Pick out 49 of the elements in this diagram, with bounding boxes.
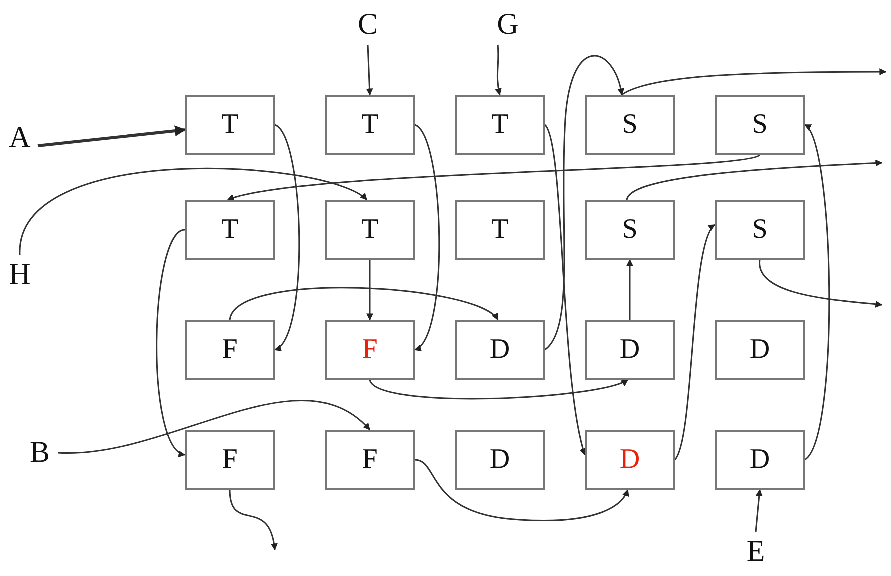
arrow (274, 124, 300, 351)
state-box: F (325, 320, 415, 380)
input-label: E (738, 532, 774, 572)
state-box: T (325, 95, 415, 155)
state-box: T (325, 200, 415, 260)
state-box: T (455, 95, 545, 155)
arrow (804, 124, 830, 460)
arrow (495, 44, 502, 96)
state-box: S (715, 200, 805, 260)
state-box: T (185, 200, 275, 260)
arrow (19, 168, 368, 256)
arrow (229, 490, 278, 551)
arrow (227, 154, 760, 202)
arrow (366, 44, 374, 96)
state-box: D (455, 430, 545, 490)
arrow (544, 124, 587, 456)
state-box: D (455, 320, 545, 380)
arrow (369, 379, 629, 400)
state-box: D (715, 320, 805, 380)
arrow (674, 224, 716, 460)
arrow (38, 126, 186, 148)
input-label: H (2, 255, 38, 295)
input-label: C (350, 5, 386, 45)
arrow (366, 260, 374, 321)
arrow (544, 56, 624, 351)
arrow (622, 68, 887, 96)
state-box: T (455, 200, 545, 260)
arrow (229, 287, 499, 321)
input-label: A (2, 118, 38, 158)
arrow (755, 489, 763, 532)
state-box: T (185, 95, 275, 155)
arrow (58, 400, 371, 454)
arrow (414, 459, 629, 522)
input-label: G (490, 5, 526, 45)
arrow (156, 229, 186, 456)
state-box: D (585, 430, 675, 490)
state-box: D (585, 320, 675, 380)
state-box: D (715, 430, 805, 490)
arrow (626, 160, 883, 200)
state-box: F (325, 430, 415, 490)
arrow (414, 124, 440, 351)
input-label: B (22, 433, 58, 473)
state-box: F (185, 430, 275, 490)
arrow (626, 259, 634, 320)
state-box: F (185, 320, 275, 380)
state-box: S (715, 95, 805, 155)
arrow (759, 260, 883, 308)
state-box: S (585, 200, 675, 260)
state-box: S (585, 95, 675, 155)
